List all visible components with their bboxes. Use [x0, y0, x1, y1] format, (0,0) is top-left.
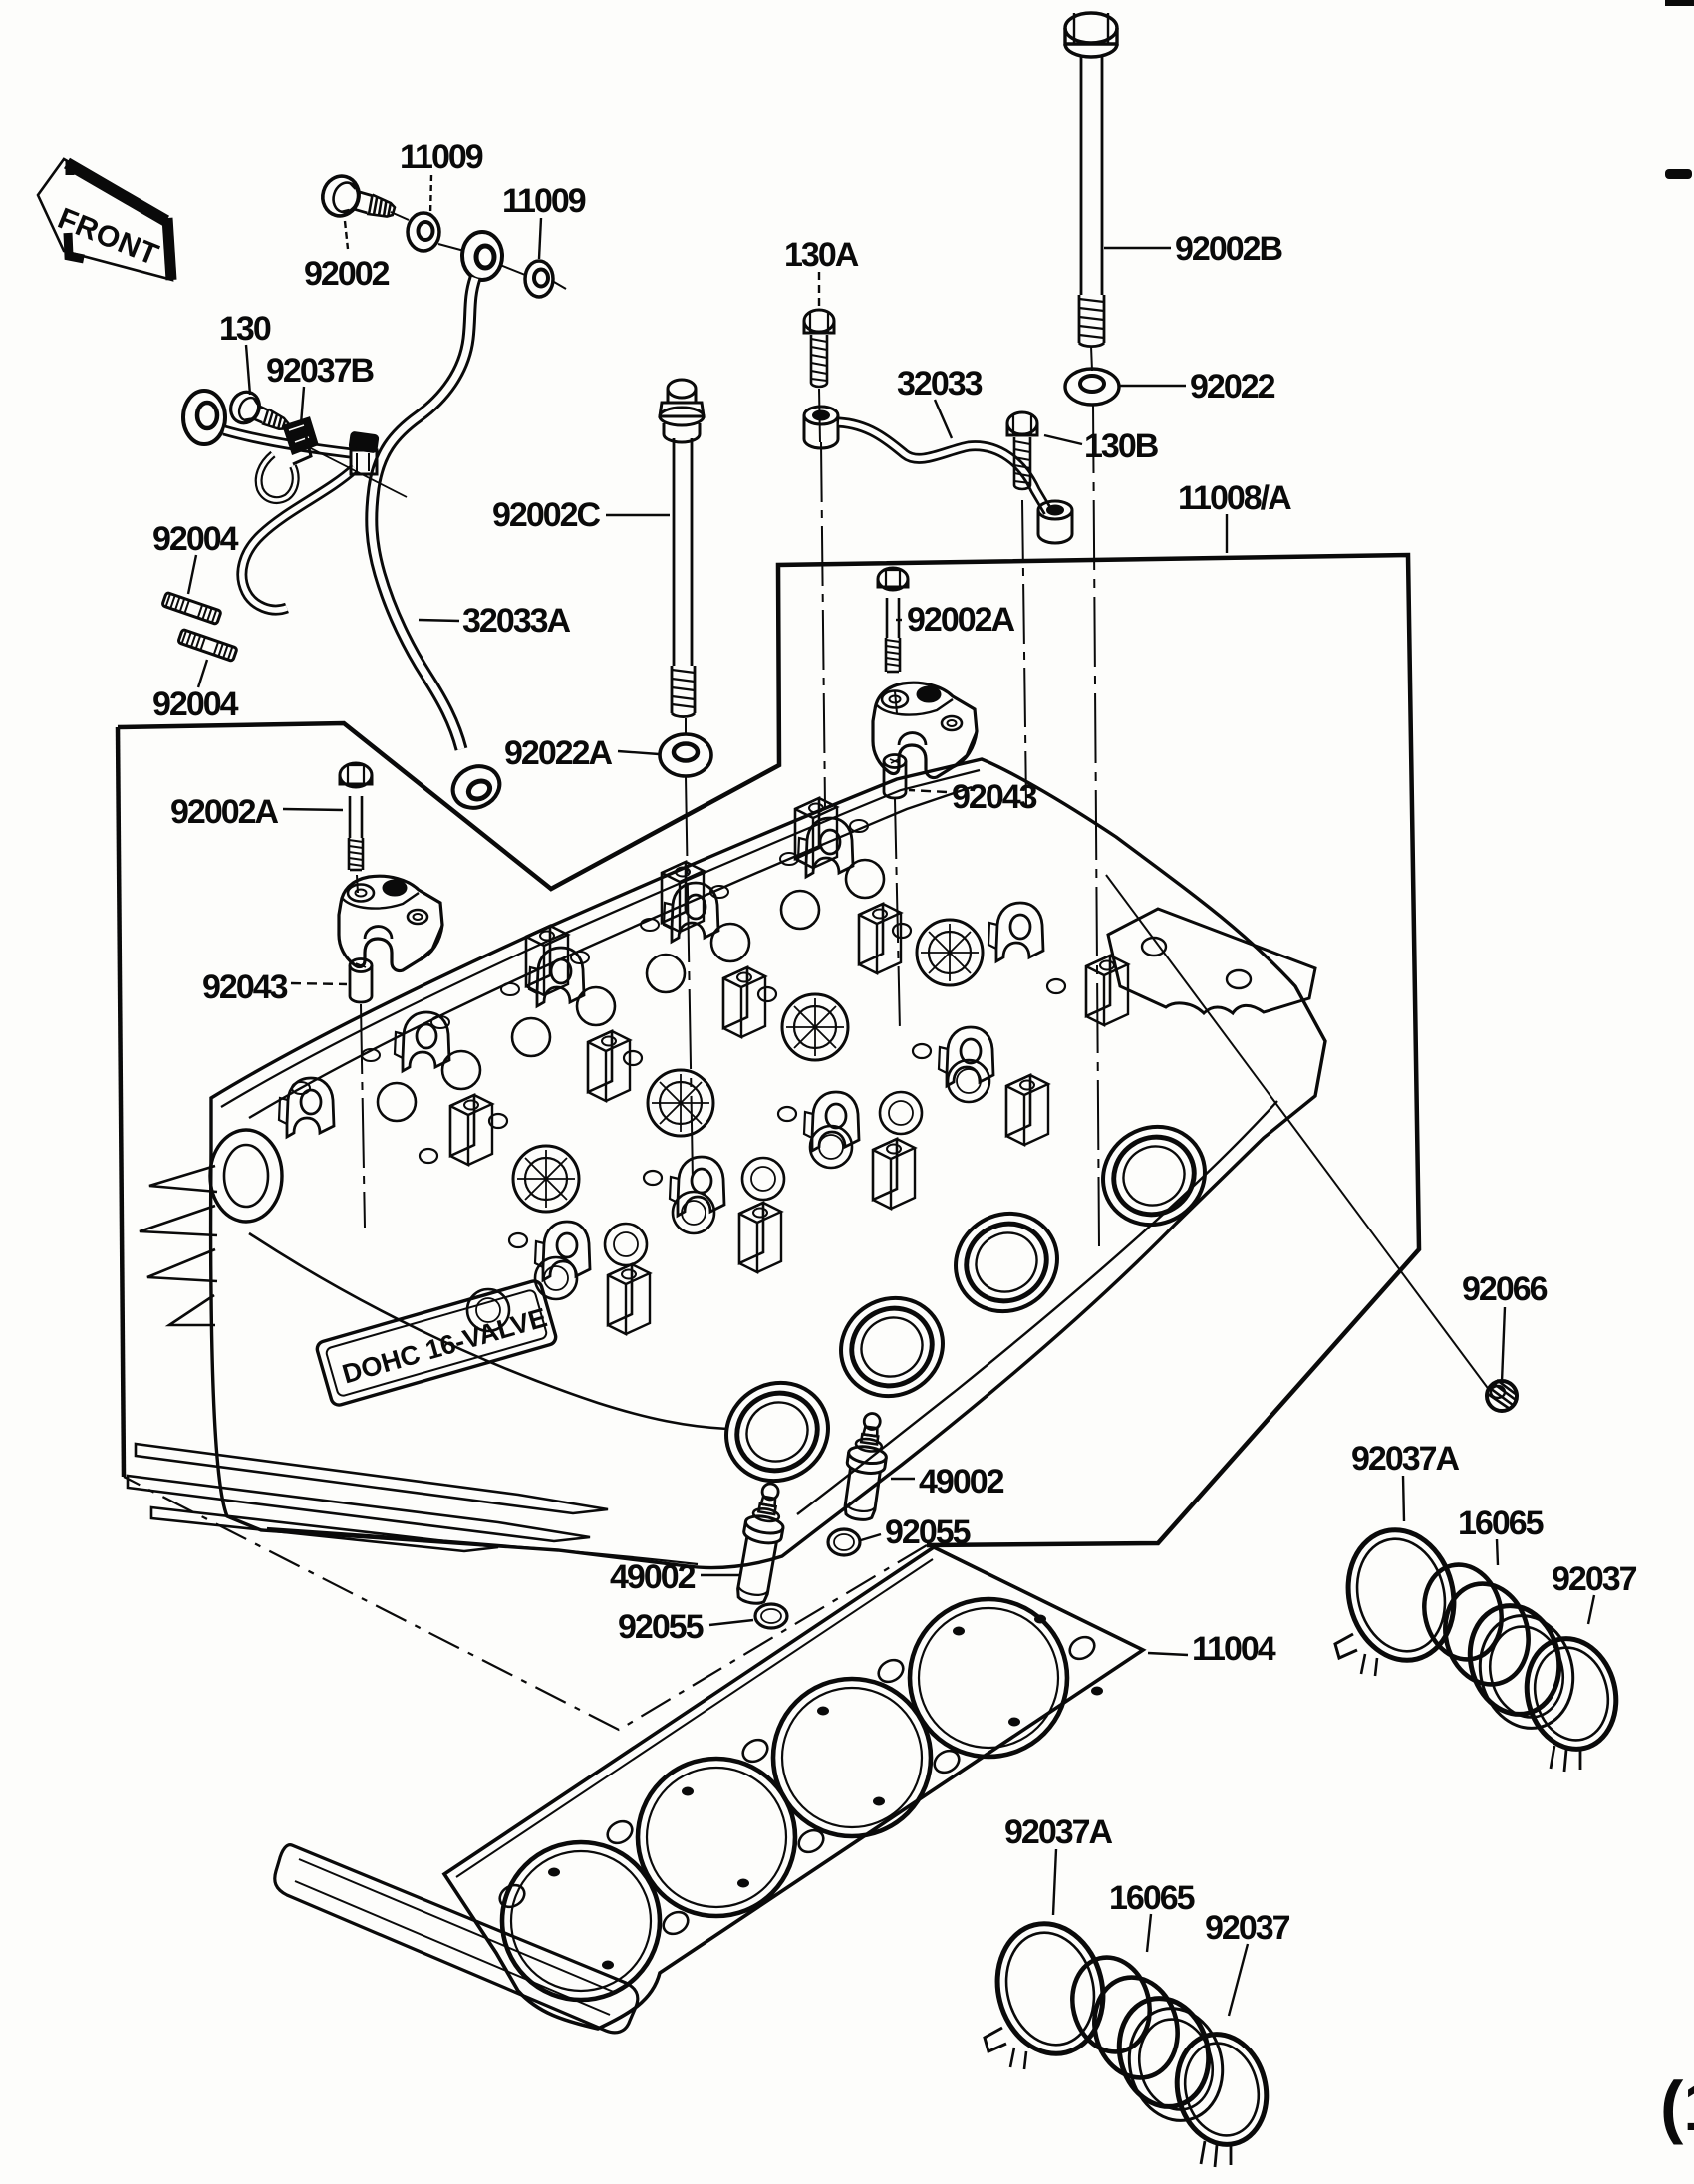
- svg-text:92055: 92055: [885, 1513, 971, 1551]
- svg-text:130: 130: [219, 310, 271, 348]
- svg-text:32033A: 32033A: [462, 602, 571, 640]
- svg-text:92022: 92022: [1190, 368, 1275, 406]
- svg-text:92004: 92004: [152, 520, 239, 558]
- svg-text:11009: 11009: [502, 182, 586, 220]
- svg-text:92055: 92055: [618, 1608, 704, 1646]
- svg-text:(1: (1: [1660, 2067, 1694, 2145]
- svg-text:92043: 92043: [202, 968, 288, 1006]
- svg-text:92002: 92002: [304, 255, 390, 293]
- svg-text:32033: 32033: [897, 365, 983, 403]
- svg-text:92002C: 92002C: [492, 496, 601, 534]
- svg-text:92022A: 92022A: [504, 734, 613, 772]
- svg-text:92002A: 92002A: [170, 793, 279, 831]
- svg-text:92002A: 92002A: [907, 601, 1015, 639]
- svg-text:92037A: 92037A: [1351, 1440, 1460, 1478]
- svg-text:11009: 11009: [400, 138, 483, 176]
- svg-text:92002B: 92002B: [1175, 230, 1283, 268]
- svg-text:92037A: 92037A: [1004, 1813, 1113, 1851]
- svg-text:11008/A: 11008/A: [1178, 479, 1291, 517]
- svg-text:92043: 92043: [952, 778, 1037, 816]
- svg-text:92037: 92037: [1552, 1560, 1637, 1598]
- svg-text:92066: 92066: [1462, 1270, 1548, 1308]
- svg-text:49002: 49002: [919, 1463, 1004, 1501]
- svg-text:92004: 92004: [152, 685, 239, 723]
- svg-text:130B: 130B: [1084, 427, 1159, 465]
- svg-text:92037: 92037: [1205, 1909, 1290, 1947]
- svg-text:130A: 130A: [784, 236, 859, 274]
- svg-text:92037B: 92037B: [266, 352, 375, 390]
- svg-text:11004: 11004: [1192, 1630, 1276, 1668]
- svg-text:16065: 16065: [1458, 1504, 1544, 1542]
- svg-text:16065: 16065: [1109, 1879, 1195, 1917]
